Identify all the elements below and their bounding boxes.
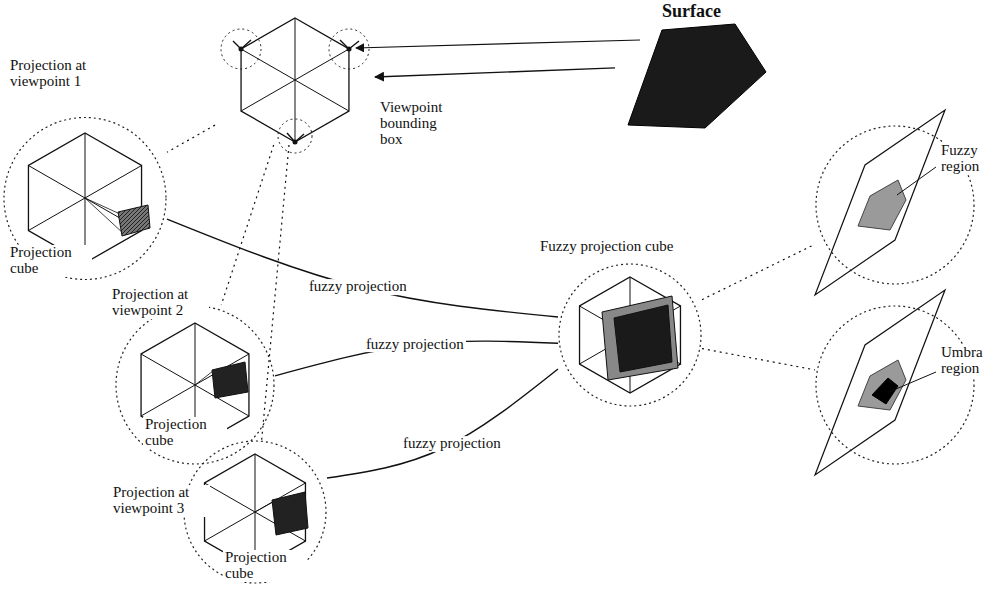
leader-line	[889, 372, 936, 392]
fuzzy-patch	[602, 296, 678, 380]
fuzzy-projection-circle: Fuzzy projection cube	[558, 263, 702, 407]
connector	[702, 349, 815, 370]
connector	[702, 244, 815, 299]
node-label: Projection cube	[223, 550, 307, 582]
dashed-circle	[816, 306, 974, 464]
connector	[167, 219, 558, 317]
fuzzy-region	[858, 360, 906, 410]
connector	[375, 68, 615, 77]
node-label: Projection at viewpoint 2	[110, 287, 209, 319]
projection-patch	[212, 362, 248, 398]
corner-circle	[329, 29, 369, 69]
projection-ray	[356, 40, 640, 48]
fuzzy-region	[858, 180, 906, 230]
fuzzy-region-circle: Fuzzy region	[815, 125, 975, 285]
plane	[815, 110, 945, 295]
umbra-patch	[614, 305, 672, 372]
node-label: Projection cube	[8, 245, 92, 277]
node-label: Projection at viewpoint 1	[8, 58, 112, 90]
circle-outline	[815, 305, 975, 465]
dashed-circle	[559, 264, 701, 406]
leader-line	[897, 167, 936, 195]
connector	[221, 145, 273, 305]
connector	[275, 341, 558, 376]
node-label: Projection cube	[143, 417, 227, 449]
viewpoint-projection-circle: Projection at viewpoint 1Projection cube	[3, 115, 167, 282]
plane	[815, 290, 945, 475]
projection-patch	[272, 492, 308, 535]
edge-label: fuzzy projection	[307, 279, 409, 295]
viewpoint-mark	[233, 40, 359, 142]
node-label: Fuzzy region	[939, 143, 981, 175]
projection-cube	[28, 133, 141, 263]
viewpoint-projection-circle: Projection at viewpoint 2Projection cube	[115, 305, 275, 465]
projection-ray	[195, 371, 213, 385]
surface: Surface	[615, 0, 770, 130]
corner-circle	[221, 29, 261, 69]
dashed-circle	[116, 306, 274, 464]
node-label: Surface	[660, 2, 723, 21]
circle-outline	[558, 263, 702, 407]
projection-ray	[255, 502, 273, 512]
corner-circle	[278, 119, 312, 153]
viewpoint-dot	[239, 47, 244, 52]
node-label: Umbra region	[939, 345, 985, 377]
connector	[262, 145, 289, 440]
node-label: Projection at viewpoint 3	[111, 485, 210, 517]
umbra-region-circle: Umbra region	[815, 305, 975, 465]
connector	[327, 369, 558, 478]
projection-patch	[118, 205, 150, 236]
node-label: Viewpoint bounding box	[378, 100, 444, 147]
node-label: Fuzzy projection cube	[538, 239, 675, 255]
surface-polygon	[628, 24, 766, 128]
umbra-region	[872, 378, 898, 404]
fuzzy-cube	[580, 277, 681, 393]
viewpoint-projection-circle: Projection at viewpoint 3Projection cube	[183, 440, 327, 584]
projection-ray	[85, 198, 120, 214]
viewpoint-dot	[293, 140, 298, 145]
edge-label: fuzzy projection	[364, 337, 466, 353]
edge-label: fuzzy projection	[401, 436, 503, 452]
connector	[167, 125, 215, 152]
projection-ray	[85, 198, 124, 234]
dashed-circle	[4, 118, 166, 280]
viewpoint-dot	[347, 47, 352, 52]
viewpoint-bounding-box: Viewpoint bounding box	[215, 15, 375, 145]
